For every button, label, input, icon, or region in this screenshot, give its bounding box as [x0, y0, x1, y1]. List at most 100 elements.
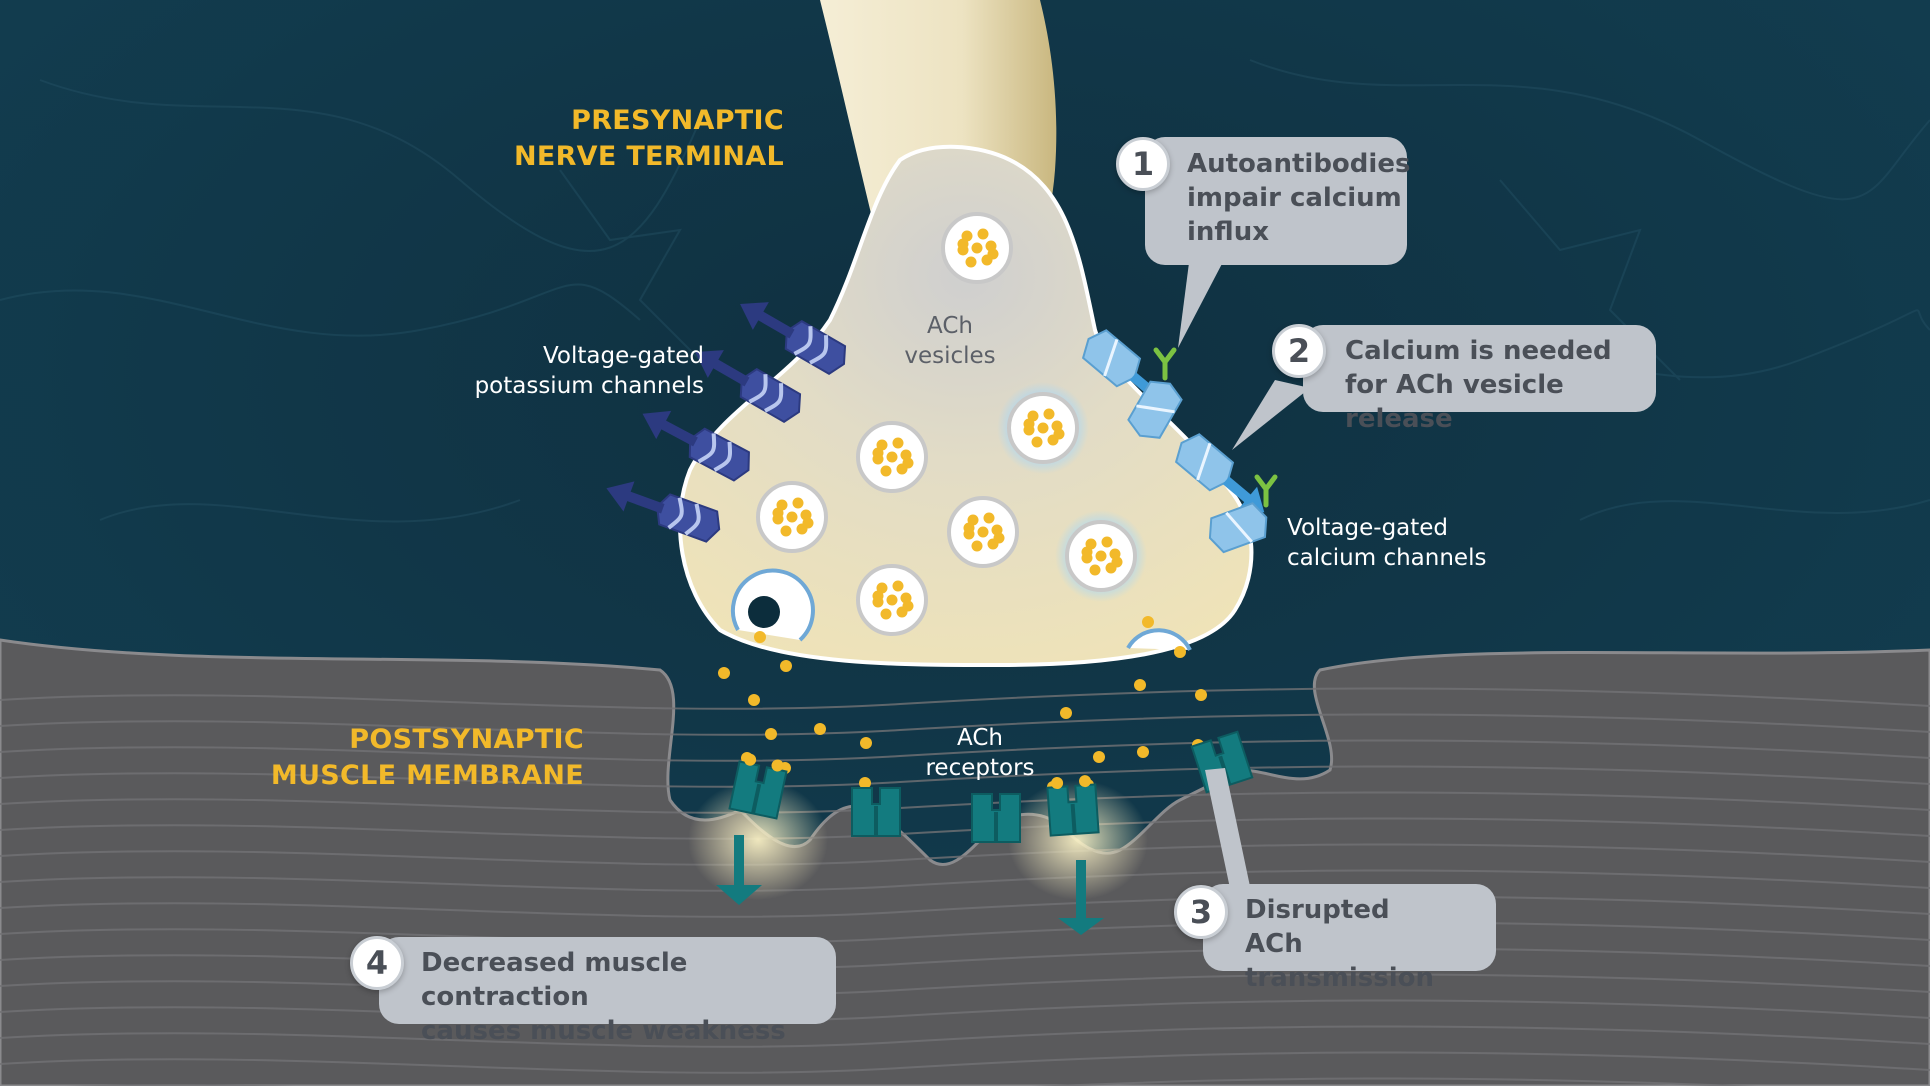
potassium-label-line1: Voltage-gated	[542, 343, 704, 369]
ach-molecule	[1137, 746, 1149, 758]
muscle-fiber-line	[0, 739, 1930, 762]
callout-3-number: 3	[1174, 885, 1228, 939]
callout-4-text: Decreased muscle contraction causes musc…	[421, 946, 836, 1048]
muscle-fiber-line	[0, 895, 1930, 918]
ach-molecule	[748, 694, 760, 706]
callout-2-number: 2	[1272, 324, 1326, 378]
fusing-vesicle	[1126, 628, 1192, 651]
ach-molecule	[1093, 751, 1105, 763]
receptor-glow	[1008, 780, 1148, 900]
presynaptic-label: PRESYNAPTIC NERVE TERMINAL	[514, 103, 784, 175]
postsynaptic-label: POSTSYNAPTIC MUSCLE MEMBRANE	[271, 722, 584, 794]
muscle-fiber-line	[0, 999, 1930, 1022]
muscle-fiber-line	[0, 843, 1930, 866]
callout-1-line2: impair calcium	[1187, 183, 1402, 213]
callout-1: Autoantibodies impair calcium influx	[1145, 137, 1410, 265]
ach-receptor	[971, 793, 1021, 843]
muscle-fiber-line	[0, 973, 1930, 996]
callout-3-line2: ACh transmission	[1245, 929, 1435, 993]
callout-2-line1: Calcium is needed	[1345, 336, 1612, 366]
muscle-fiber-line	[0, 869, 1930, 892]
postsynaptic-label-line1: POSTSYNAPTIC	[349, 724, 584, 755]
ach-receptor	[851, 787, 901, 837]
ach-molecule	[1142, 616, 1154, 628]
potassium-channel	[642, 410, 750, 482]
callout-4-line2: causes muscle weakness	[421, 1016, 786, 1046]
vesicles-label-line2: vesicles	[904, 343, 996, 369]
ach-molecule	[754, 631, 766, 643]
callout-1-text: Autoantibodies impair calcium influx	[1187, 147, 1410, 249]
ach-molecule	[718, 667, 730, 679]
callout-3-text: Disrupted ACh transmission	[1245, 893, 1496, 995]
potassium-channels-label: Voltage-gated potassium channels	[475, 341, 704, 401]
vesicles-label-line1: ACh	[927, 313, 973, 339]
muscle-fiber-line	[0, 713, 1930, 736]
ach-molecule	[1195, 689, 1207, 701]
ach-receptor	[728, 753, 788, 820]
signal-arrow	[1058, 860, 1104, 935]
callout-3-pointer	[1205, 768, 1255, 912]
callout-4-number: 4	[350, 936, 404, 990]
ach-receptor	[1046, 775, 1100, 837]
ach-molecule	[1174, 646, 1186, 658]
ach-vesicle	[856, 564, 928, 636]
potassium-label-line2: potassium channels	[474, 373, 704, 399]
antibody-icon	[1153, 347, 1177, 381]
ach-vesicles-label: ACh vesicles	[880, 311, 1020, 371]
callout-4: Decreased muscle contraction causes musc…	[379, 937, 836, 1046]
callout-4-line1: Decreased muscle contraction	[421, 948, 688, 1012]
ach-vesicle	[947, 496, 1019, 568]
callout-1-number: 1	[1116, 137, 1170, 191]
background-neurons	[0, 59, 1930, 523]
ach-molecule	[1134, 679, 1146, 691]
muscle-fiber-line	[64, 1077, 1759, 1086]
muscle-fiber-line	[0, 1051, 1930, 1074]
presynaptic-label-line2: NERVE TERMINAL	[513, 141, 784, 172]
muscle-fiber-line	[0, 1025, 1930, 1048]
presynaptic-label-line1: PRESYNAPTIC	[571, 105, 784, 136]
ach-molecule	[859, 777, 871, 789]
ach-vesicle	[1055, 510, 1147, 602]
callout-2-line2: for ACh vesicle release	[1345, 370, 1564, 434]
ach-vesicle	[756, 481, 828, 553]
potassium-channel	[606, 481, 721, 543]
postsynaptic-label-line2: MUSCLE MEMBRANE	[270, 760, 584, 791]
calcium-channel	[1174, 433, 1265, 513]
receptors-label-line2: receptors	[925, 755, 1035, 781]
signal-arrow	[716, 835, 762, 905]
calcium-label-line1: Voltage-gated	[1287, 515, 1449, 541]
calcium-channels-label: Voltage-gated calcium channels	[1287, 513, 1486, 573]
ach-molecule	[780, 660, 792, 672]
ach-molecule	[814, 723, 826, 735]
muscle-fiber-line	[0, 765, 1930, 788]
ach-vesicle	[997, 382, 1089, 474]
ach-molecule	[1060, 707, 1072, 719]
receptors-label-line1: ACh	[957, 725, 1003, 751]
muscle-fiber-line	[0, 921, 1930, 944]
ach-receptors-label: ACh receptors	[910, 723, 1050, 783]
receptor-glow	[688, 780, 828, 900]
callout-3-line1: Disrupted	[1245, 895, 1390, 925]
callout-2-pointer	[1232, 380, 1310, 450]
ach-vesicle	[941, 212, 1013, 284]
callout-3: Disrupted ACh transmission	[1203, 884, 1496, 993]
antibody-icon	[1254, 474, 1278, 508]
ach-molecule	[860, 737, 872, 749]
muscle-fiber-line	[0, 947, 1930, 970]
callout-1-pointer	[1178, 255, 1225, 348]
fusing-vesicle	[730, 568, 815, 642]
callout-1-line3: influx	[1187, 217, 1269, 247]
potassium-channel	[695, 350, 802, 424]
calcium-label-line2: calcium channels	[1287, 545, 1487, 571]
calcium-channel	[1208, 502, 1268, 554]
potassium-channel	[740, 302, 847, 376]
ach-vesicle	[856, 421, 928, 493]
calcium-channel	[1127, 380, 1183, 439]
callout-1-line1: Autoantibodies	[1187, 149, 1411, 179]
muscle-fiber-line	[0, 687, 1930, 710]
callout-2: Calcium is needed for ACh vesicle releas…	[1303, 325, 1656, 434]
callout-2-text: Calcium is needed for ACh vesicle releas…	[1345, 334, 1656, 436]
ach-molecule	[765, 728, 777, 740]
